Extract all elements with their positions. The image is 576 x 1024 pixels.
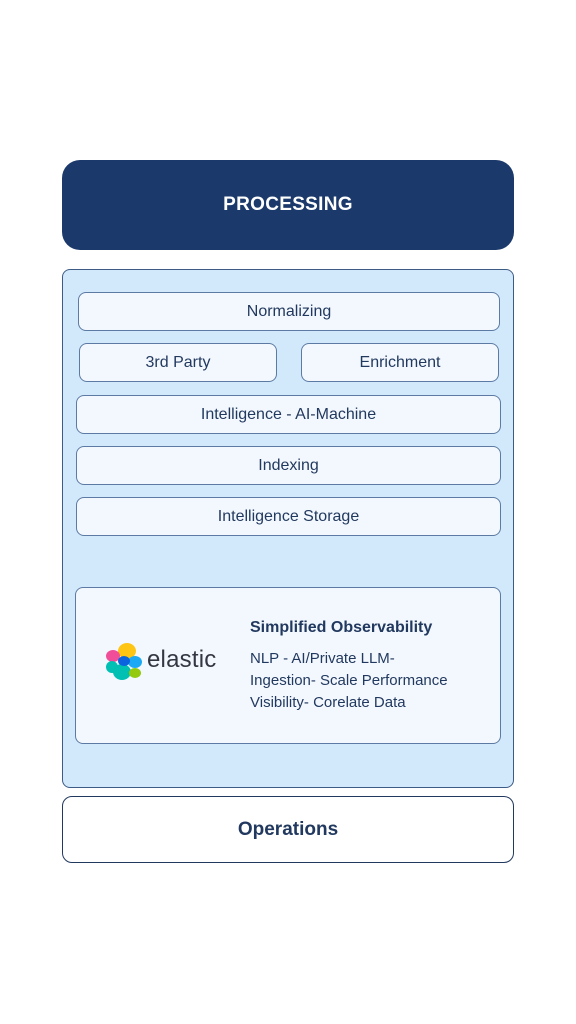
card-line-nlp: NLP - AI/Private LLM-	[250, 650, 395, 667]
elastic-logo-icon	[106, 643, 142, 680]
third-party-label: 3rd Party	[145, 353, 211, 371]
processing-header: PROCESSING	[62, 160, 514, 250]
enrichment-box: Enrichment	[301, 343, 499, 382]
operations-box: Operations	[62, 796, 514, 863]
processing-title: PROCESSING	[223, 194, 353, 215]
operations-label: Operations	[237, 818, 339, 840]
normalizing-box: Normalizing	[78, 292, 500, 331]
enrichment-label: Enrichment	[359, 353, 441, 371]
indexing-label: Indexing	[258, 456, 319, 474]
card-line-ingestion: Ingestion- Scale Performance	[250, 672, 448, 689]
intelligence-ai-box: Intelligence - AI-Machine	[76, 395, 501, 434]
normalizing-label: Normalizing	[246, 302, 332, 320]
card-line-visibility: Visibility- Corelate Data	[250, 694, 406, 711]
third-party-box: 3rd Party	[79, 343, 277, 382]
indexing-box: Indexing	[76, 446, 501, 485]
intelligence-storage-box: Intelligence Storage	[76, 497, 501, 536]
intelligence-storage-label: Intelligence Storage	[217, 507, 360, 525]
elastic-card	[75, 587, 501, 744]
intelligence-ai-label: Intelligence - AI-Machine	[200, 405, 377, 423]
card-title: Simplified Observability	[250, 619, 433, 636]
elastic-wordmark: elastic	[147, 646, 217, 673]
